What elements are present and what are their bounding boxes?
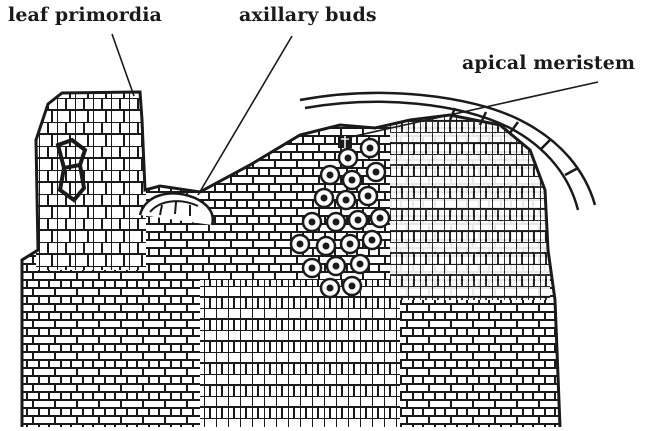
label-leaf-primordia: leaf primordia <box>8 4 162 26</box>
label-apical-meristem: apical meristem <box>462 52 635 74</box>
label-axillary-buds: axillary buds <box>239 4 377 26</box>
leader-line-leaf-primordia <box>112 34 134 96</box>
